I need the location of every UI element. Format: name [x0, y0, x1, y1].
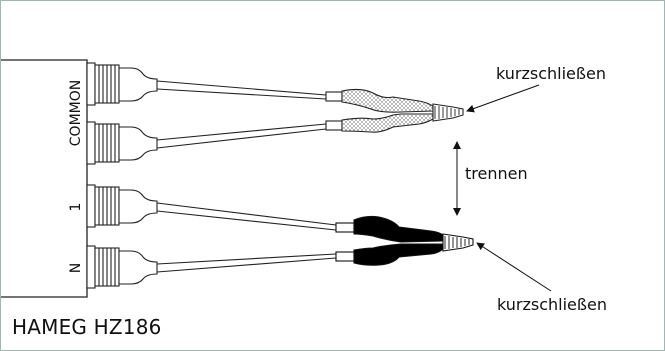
cable-common-upper — [86, 62, 327, 106]
cable-common-lower — [86, 121, 327, 165]
port-label-common: COMMON — [68, 80, 84, 146]
port-label-1: 1 — [68, 203, 84, 212]
cable-input-1 — [86, 184, 337, 231]
alligator-clip-lower — [335, 215, 474, 266]
annotation-short-bottom: kurzschließen — [497, 295, 607, 314]
instrument-housing — [1, 59, 88, 298]
alligator-clip-upper — [325, 88, 464, 133]
arrow-short-top — [466, 84, 540, 113]
product-caption: HAMEG HZ186 — [12, 315, 162, 339]
annotation-short-top: kurzschließen — [496, 64, 606, 83]
cable-input-n — [86, 245, 337, 289]
port-label-n: N — [68, 263, 84, 273]
annotation-separate: trennen — [465, 164, 528, 183]
arrow-short-bottom — [476, 242, 552, 292]
